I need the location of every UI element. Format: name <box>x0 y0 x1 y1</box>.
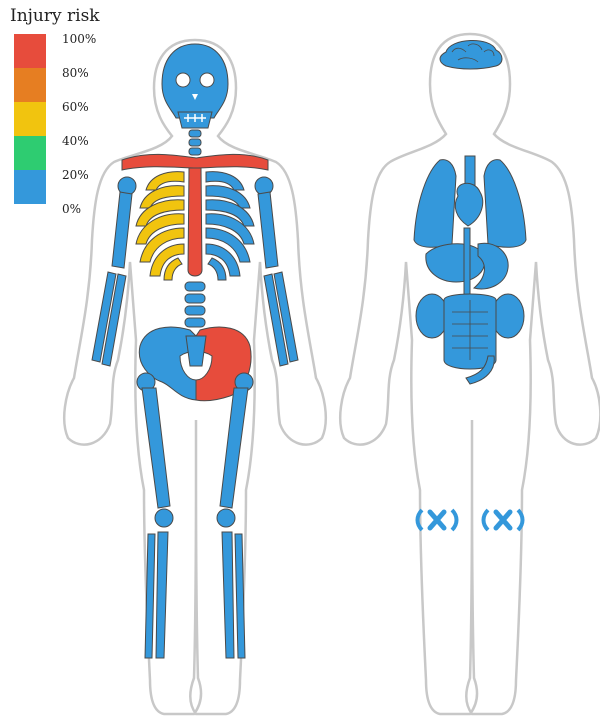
sternum <box>188 168 202 276</box>
organs-figure <box>340 34 600 714</box>
trachea <box>465 156 475 186</box>
left-eye-socket <box>176 73 190 87</box>
skull <box>162 44 228 118</box>
right-eye-socket <box>200 73 214 87</box>
right-body-outline <box>340 34 600 714</box>
skeleton-figure <box>64 40 326 714</box>
right-kneecap <box>217 509 235 527</box>
esophagus <box>464 228 470 300</box>
cervical-spine <box>189 130 201 155</box>
sacrum <box>186 336 206 366</box>
left-kidney <box>416 294 448 338</box>
right-kidney <box>492 294 524 338</box>
teeth <box>184 114 206 122</box>
left-kneecap <box>155 509 173 527</box>
